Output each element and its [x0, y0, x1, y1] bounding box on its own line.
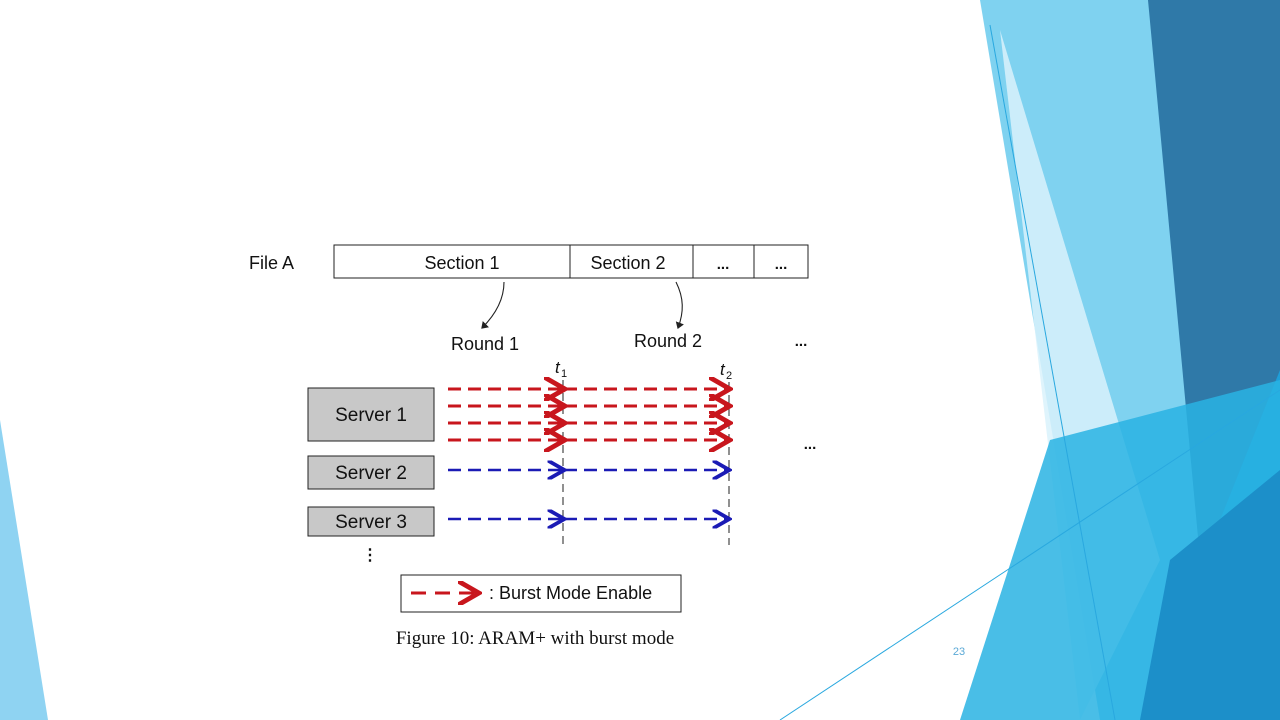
burst-arrows-server-1	[448, 389, 727, 440]
server-label-3: Server 3	[335, 512, 407, 533]
server-3: Server 3	[307, 506, 435, 537]
server-label-1: Server 1	[335, 405, 407, 426]
time-marker-subscript-2: 2	[726, 370, 732, 382]
row-ellipsis: ...	[804, 436, 817, 453]
time-marker-1: t 1	[555, 358, 567, 545]
section-box-1	[333, 244, 571, 279]
section-label-3: ...	[717, 256, 730, 273]
section-label-4: ...	[775, 256, 788, 273]
round-1-arrow	[481, 281, 505, 329]
time-marker-label-1: t	[555, 358, 561, 377]
server-1: Server 1	[307, 387, 435, 442]
round-label-1: Round 1	[451, 334, 519, 354]
server-label-2: Server 2	[335, 463, 407, 484]
time-marker-subscript-1: 1	[561, 368, 567, 380]
round-label-3: ...	[795, 333, 808, 350]
legend: : Burst Mode Enable	[400, 574, 682, 613]
server-box-3	[307, 506, 435, 537]
figure-caption: Figure 10: ARAM+ with burst mode	[395, 628, 675, 649]
section-box-4	[753, 244, 809, 279]
legend-label: : Burst Mode Enable	[489, 583, 652, 603]
round-label-2: Round 2	[634, 331, 702, 351]
round-2-arrow	[675, 281, 685, 330]
server-box-1	[307, 387, 435, 442]
section-label-2: Section 2	[590, 253, 665, 273]
server-2: Server 2	[307, 455, 435, 490]
time-marker-label-2: t	[720, 360, 726, 379]
file-sections: Section 1 Section 2 ... ...	[333, 244, 809, 279]
server-ellipsis: ⋮	[362, 547, 378, 564]
section-box-2	[569, 244, 694, 279]
file-label: File A	[249, 253, 294, 273]
server-box-2	[307, 455, 435, 490]
slide-number: 23	[952, 646, 966, 658]
section-label-1: Section 1	[424, 253, 499, 273]
